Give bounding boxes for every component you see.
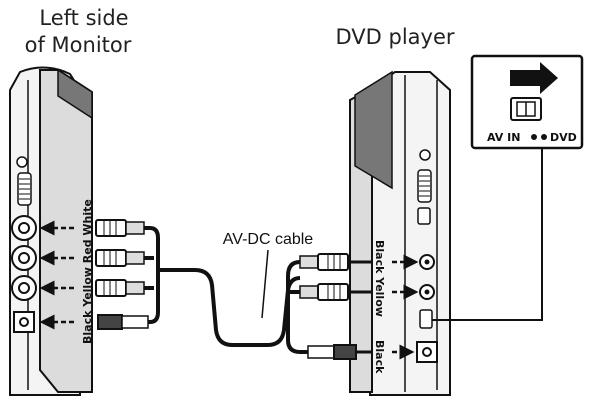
av-switch-inset: AV IN DVD [470,54,584,150]
dvd-player-side-panel [349,70,451,396]
rca-plug-yellow [95,279,145,297]
dvd-insert-arrows [392,254,419,360]
monitor-av-jack-white [11,215,37,241]
rca-plug-yellow-dvd [299,283,372,301]
inset-leader-line [432,148,543,321]
monitor-av-jack-red [11,245,37,271]
dc-plug-dvd [307,344,372,360]
rca-plug-black-dvd [299,253,372,271]
monitor-plug-colors-label: Black Yellow Red White [81,199,94,344]
monitor-dc-jack [13,311,35,333]
monitor-insert-arrows [39,220,74,330]
dvd-dc-plug-label: Black [373,340,386,374]
dvd-av-jack-yellow [419,284,435,300]
monitor-caption-line2: of Monitor [25,33,132,57]
cable-label: AV-DC cable [223,231,314,248]
switch-position-dot-left [531,134,537,140]
dvd-dc-jack [416,341,438,363]
dc-plug-left [97,314,149,330]
av-dc-cable-right [286,260,308,354]
monitor-caption-line1: Left side [39,6,128,30]
monitor-side-panel [9,66,93,396]
rca-plug-white [95,219,145,237]
monitor-av-jack-yellow [11,275,37,301]
dvd-plug-colors-label: Black Yellow [373,240,386,317]
rca-plug-red [95,249,145,267]
dvd-av-in-switch [419,309,433,329]
dvd-av-jack-black [419,254,435,270]
monitor-indicator-icon [16,156,28,168]
switch-dvd-label: DVD [550,131,577,144]
slide-direction-arrow-icon [510,62,558,94]
switch-av-in-label: AV IN [487,131,520,144]
cable-label-leader [261,249,269,319]
dvd-caption: DVD player [335,25,454,49]
dvd-indicator-icon [419,149,431,161]
switch-position-dot-right [541,134,547,140]
dvd-small-switch-icon [417,207,431,225]
